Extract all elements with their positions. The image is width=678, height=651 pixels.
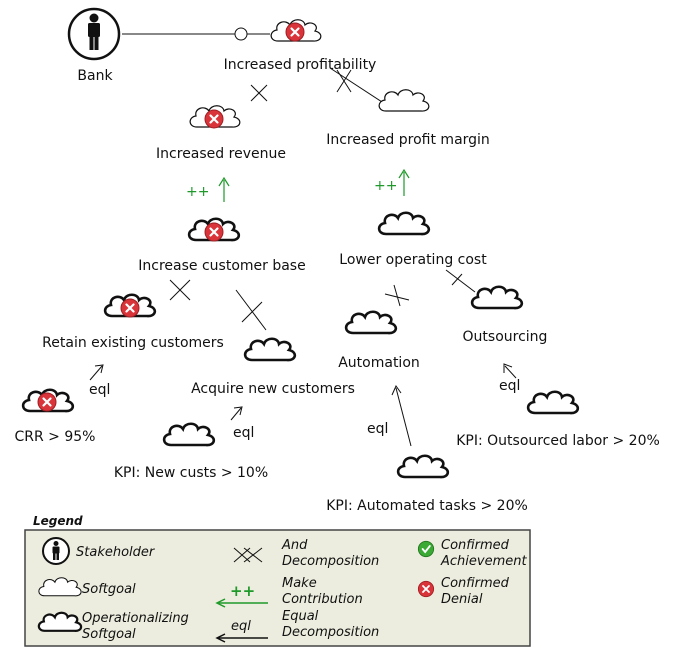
and-mark-cost-outsourcing — [445, 269, 476, 293]
denial-icon — [203, 221, 225, 243]
legend-and-2: Decomposition — [282, 554, 379, 569]
legend-make-2: Contribution — [282, 592, 363, 607]
softgoal-kpi-crr[interactable]: CRR > 95% — [15, 388, 96, 445]
and-mark-profitability-revenue — [250, 84, 268, 102]
legend-item-eql: eql Equal Decomposition — [215, 609, 379, 643]
softgoal-increased-profitability[interactable]: Increased profitability — [224, 19, 377, 73]
legend-den-1: Confirmed — [441, 576, 510, 591]
softgoal-outsourcing[interactable]: Outsourcing — [463, 285, 548, 345]
legend-item-softgoal: Softgoal — [38, 577, 136, 597]
eql-arrow-outsourced — [503, 363, 517, 379]
softgoal-kpi-new-custs[interactable]: KPI: New custs > 10% — [114, 422, 268, 481]
goal-label: Increased revenue — [156, 146, 286, 162]
goal-label: Acquire new customers — [191, 381, 355, 397]
and-decomposition-icon — [233, 547, 263, 563]
legend-softgoal-label: Softgoal — [82, 582, 136, 597]
legend-and-1: And — [281, 538, 308, 553]
stakeholder-label: Bank — [77, 68, 113, 84]
legend-make-symbol: ++ — [230, 582, 255, 600]
legend-eql-2: Decomposition — [282, 625, 379, 640]
op-softgoal-cloud-icon — [526, 390, 580, 415]
op-softgoal-cloud-icon — [344, 310, 398, 335]
eql-label: eql — [89, 382, 110, 398]
goal-label: Increase customer base — [138, 258, 305, 274]
op-softgoal-cloud-icon — [470, 285, 524, 310]
person-icon — [88, 13, 100, 50]
softgoal-cloud-icon — [378, 89, 430, 112]
legend-den-2: Denial — [441, 592, 483, 607]
legend-ach-2: Achievement — [440, 554, 527, 569]
make-arrow-margin — [398, 168, 410, 196]
legend-eql-symbol: eql — [231, 619, 251, 634]
op-softgoal-icon — [37, 611, 83, 632]
make-arrow-revenue — [218, 176, 230, 202]
eql-arrow-automated-tasks — [391, 384, 412, 447]
goal-label: Increased profitability — [224, 57, 377, 73]
legend-title: Legend — [33, 514, 83, 528]
legend-item-stakeholder: Stakeholder — [42, 537, 156, 565]
legend-make-1: Make — [282, 576, 317, 591]
goal-label: Outsourcing — [463, 329, 548, 345]
softgoal-lower-operating-cost[interactable]: Lower operating cost — [339, 211, 487, 268]
op-softgoal-cloud-icon — [162, 422, 216, 447]
legend-item-achievement: Confirmed Achievement — [417, 538, 527, 569]
legend-stakeholder-label: Stakeholder — [76, 545, 156, 560]
make-label: ++ — [186, 184, 209, 200]
goal-label: Retain existing customers — [42, 335, 224, 351]
softgoal-increased-profit-margin[interactable]: Increased profit margin — [326, 89, 490, 148]
legend-ach-1: Confirmed — [441, 538, 510, 553]
legend-op-label-2: Softgoal — [82, 627, 136, 642]
goal-label: Automation — [338, 355, 420, 371]
eql-label: eql — [233, 425, 254, 441]
make-label: ++ — [374, 178, 397, 194]
denial-icon — [119, 297, 141, 319]
legend-item-make: ++ Make Contribution — [215, 576, 363, 608]
softgoal-retain-existing-customers[interactable]: Retain existing customers — [42, 293, 224, 351]
goal-label: KPI: New custs > 10% — [114, 465, 268, 481]
legend-item-op-softgoal: Operationalizing Softgoal — [37, 611, 189, 642]
achievement-icon — [417, 540, 435, 558]
softgoal-kpi-automated-tasks[interactable]: KPI: Automated tasks > 20% — [326, 454, 528, 514]
stakeholder-bank[interactable]: Bank — [67, 7, 121, 84]
and-decomposition-marks — [169, 69, 476, 331]
and-mark-cost-automation — [384, 284, 410, 307]
denial-icon — [203, 108, 225, 130]
softgoal-acquire-new-customers[interactable]: Acquire new customers — [191, 337, 355, 397]
denial-icon — [284, 21, 306, 43]
eql-label: eql — [367, 421, 388, 437]
op-softgoal-cloud-icon — [396, 454, 450, 479]
legend-item-denial: Confirmed Denial — [417, 576, 510, 607]
and-mark-base-acquire — [235, 289, 267, 331]
softgoal-automation[interactable]: Automation — [338, 310, 420, 371]
and-mark-base-retain — [169, 279, 191, 301]
denial-icon — [36, 391, 58, 413]
goal-label: Increased profit margin — [326, 132, 490, 148]
softgoal-increase-customer-base[interactable]: Increase customer base — [138, 217, 306, 274]
goal-label: CRR > 95% — [15, 429, 96, 445]
goal-label: KPI: Automated tasks > 20% — [326, 498, 528, 514]
legend-eql-1: Equal — [282, 609, 319, 624]
eql-arrow-crr — [89, 364, 104, 381]
denial-icon — [417, 580, 435, 598]
softgoal-increased-revenue[interactable]: Increased revenue — [156, 105, 286, 162]
goal-label: KPI: Outsourced labor > 20% — [456, 433, 660, 449]
legend-box — [24, 529, 531, 647]
op-softgoal-cloud-icon — [377, 211, 431, 236]
eql-arrow-new-custs — [230, 406, 243, 421]
legend-op-label-1: Operationalizing — [82, 611, 189, 626]
op-softgoal-cloud-icon — [243, 337, 297, 362]
legend-item-and: And Decomposition — [233, 538, 379, 569]
and-mark-profitability-margin — [336, 69, 352, 93]
legend: Legend Stakeholder Softgoal Operationali… — [24, 514, 531, 647]
stakeholder-link-marker — [234, 27, 248, 41]
eql-label: eql — [499, 378, 520, 394]
goal-label: Lower operating cost — [339, 252, 487, 268]
edges — [89, 27, 517, 447]
edge-profitability-margin — [329, 67, 383, 103]
softgoal-kpi-outsourced-labor[interactable]: KPI: Outsourced labor > 20% — [456, 390, 660, 449]
